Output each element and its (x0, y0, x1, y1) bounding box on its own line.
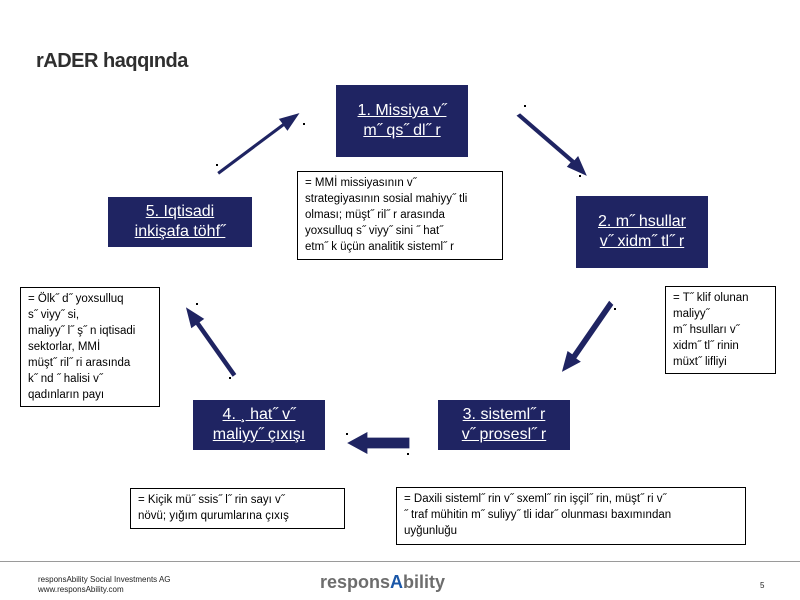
note-internal-systems: = Daxili sisteml˝ rin v˝ sxeml˝ rin işçi… (396, 487, 746, 545)
page-number: 5 (760, 581, 765, 590)
footer-divider (0, 561, 800, 562)
page-title: rADER haqqında (36, 50, 188, 72)
marker-dot (346, 433, 348, 435)
marker-dot (524, 105, 526, 107)
footer-company: responsAbility Social Investments AG (38, 575, 171, 584)
arrow-4-to-5 (184, 304, 238, 379)
footer-website: www.responsAbility.com (38, 585, 124, 594)
arrow-3-to-4 (344, 429, 411, 457)
marker-dot (407, 453, 409, 455)
note-poverty: = Ölk˝ d˝ yoxsulluq s˝ viyy˝ si, maliyy˝… (20, 287, 160, 407)
node-systems-processes: 3. sisteml˝ r v˝ prosesl˝ r (438, 400, 570, 450)
marker-dot (303, 123, 305, 125)
arrow-1-to-2 (514, 111, 590, 179)
note-products: = T˝ klif olunan maliyy˝ m˝ hsulları v˝ … (665, 286, 776, 374)
node-coverage-financial-output: 4. ¸ hat˝ v˝ maliyy˝ çıxışı (193, 400, 325, 450)
note-mission: = MMİ missiyasının v˝ strategiyasının so… (297, 171, 503, 260)
footer-company-info: responsAbility Social Investments AG www… (38, 575, 171, 595)
node-mission: 1. Missiya v˝ m˝ qs˝ dl˝ r (336, 85, 468, 157)
brand-logo: responsAbility (320, 572, 446, 592)
node-economic-development: 5. Iqtisadi inkişafa töhf˝ (108, 197, 252, 247)
note-small-enterprises: = Kiçik mü˝ ssis˝ l˝ rin sayı v˝ növü; y… (130, 488, 345, 529)
marker-dot (196, 303, 198, 305)
arrow-5-to-1 (215, 110, 303, 177)
arrow-2-to-3 (560, 298, 615, 375)
marker-dot (216, 164, 218, 166)
marker-dot (614, 308, 616, 310)
marker-dot (579, 175, 581, 177)
node-products-services: 2. m˝ hsullar v˝ xidm˝ tl˝ r (576, 196, 708, 268)
marker-dot (229, 377, 231, 379)
